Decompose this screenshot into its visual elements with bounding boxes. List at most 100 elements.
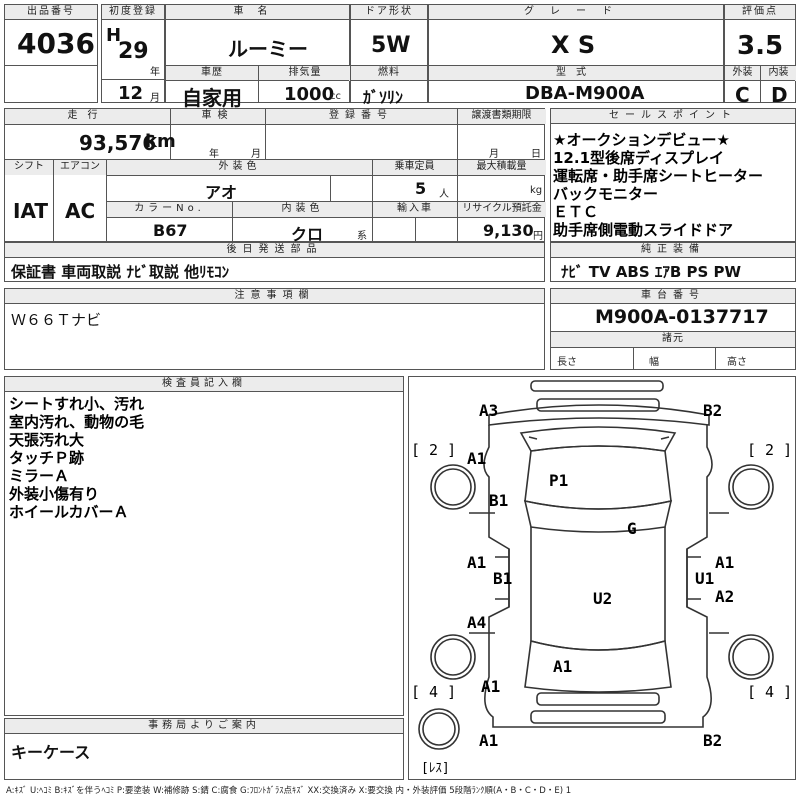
damage-a2: A2	[715, 587, 735, 606]
inspection-label: 車検	[170, 109, 265, 124]
office-note: キーケース	[11, 743, 91, 762]
inspector-item: シートすれ小、汚れ	[9, 395, 145, 413]
width-label: 幅	[649, 357, 659, 368]
interior-color-unit: 系	[357, 231, 367, 242]
car-name: ルーミー	[228, 37, 308, 61]
inspector-item: ミラーＡ	[9, 467, 70, 485]
damage-p1: P1	[549, 471, 569, 490]
damage-a1-rear-left: A1	[481, 677, 501, 696]
score: 3.5	[737, 31, 784, 61]
sales-points-list: ★オークションデビュー★ 12.1型後席ディスプレイ 運転席・助手席シートヒータ…	[553, 131, 763, 239]
tire-fr: [ 2 ]	[747, 441, 793, 459]
notes-label: 注意事項欄	[5, 289, 544, 304]
year-unit: 年	[150, 67, 160, 78]
damage-u1: U1	[695, 569, 715, 588]
damage-a1-right-door: A1	[715, 553, 735, 572]
transfer-label: 譲渡書類期限	[457, 109, 546, 124]
damage-a3: A3	[479, 401, 499, 420]
inspector-item: タッチＰ跡	[9, 449, 85, 467]
displacement: 1000	[284, 84, 335, 105]
car-name-cell: 車名 ルーミー 車歴 排気量 自家用 1000 cc	[165, 4, 351, 110]
shift: IAT	[13, 199, 49, 223]
damage-a1-left-door: A1	[467, 553, 487, 572]
equipment-label: 純正装備	[551, 243, 795, 258]
inspector-item: ホイールカバーＡ	[9, 503, 129, 521]
spare-tire: [ﾚｽ]	[421, 761, 450, 776]
vehicle-detail-block: 走行 車検 登録番号 譲渡書類期限 93,576 km 年 月 月 日 シフト …	[4, 108, 546, 244]
mileage-label: 走行	[5, 109, 170, 124]
sales-point-item: ★オークションデビュー★	[553, 131, 730, 149]
later-parts: 保証書 車両取説 ﾅﾋﾞ取説 他ﾘﾓｺﾝ	[11, 263, 230, 281]
history-label: 車歴	[166, 66, 258, 81]
chassis-label: 車台番号	[551, 289, 795, 304]
car-outline	[418, 380, 774, 750]
plate-label: 登録番号	[265, 109, 457, 124]
reg-month: 12	[118, 83, 144, 104]
damage-a1-front-left: A1	[467, 449, 487, 468]
damage-u2: U2	[593, 589, 613, 608]
sales-points-cell: セールスポイント ★オークションデビュー★ 12.1型後席ディスプレイ 運転席・…	[550, 108, 796, 242]
damage-a4: A4	[467, 613, 487, 632]
damage-b2-top: B2	[703, 401, 723, 420]
chassis-cell: 車台番号 M900A-0137717 諸元 長さ 幅 高さ	[550, 288, 796, 370]
interior-color-label: 内装色	[233, 202, 372, 217]
later-parts-label: 後日発送部品	[5, 243, 544, 258]
inspector-item: 天張汚れ大	[9, 431, 85, 449]
interior-grade: D	[771, 83, 788, 107]
legend: A:ｷｽﾞ U:ﾍｺﾐ B:ｷｽﾞを伴うﾍｺﾐ P:要塗装 W:補修跡 S:錆 …	[6, 786, 572, 796]
model-code: DBA-M900A	[525, 83, 645, 104]
door-cell: ドア形状 5W 燃料 ｶﾞｿﾘﾝ	[350, 4, 428, 107]
interior-color: クロ	[291, 225, 324, 244]
inspector-cell: 検査員記入欄 シートすれ小、汚れ 室内汚れ、動物の毛 天張汚れ大 タッチＰ跡 ミ…	[4, 376, 404, 716]
tire-rl: [ 4 ]	[411, 683, 457, 701]
load-unit: kg	[530, 185, 543, 196]
inspector-item: 室内汚れ、動物の毛	[9, 413, 145, 431]
recycle-fee: 9,130	[483, 221, 534, 240]
exterior-grade: C	[735, 83, 750, 107]
tire-rr: [ 4 ]	[747, 683, 793, 701]
sales-point-item: 助手席側電動スライドドア	[553, 221, 734, 239]
tire-fl: [ 2 ]	[411, 441, 457, 459]
capacity-unit: 人	[439, 189, 449, 200]
shift-label: シフト	[5, 160, 53, 175]
damage-b1-left-door: B1	[493, 569, 513, 588]
model-label: 型式	[429, 66, 723, 81]
height-label: 高さ	[727, 357, 747, 368]
first-registration-cell: 初度登録 H 29 年 12 月	[101, 4, 165, 104]
ac: AC	[65, 199, 96, 223]
era: H	[106, 25, 122, 46]
specs-label: 諸元	[551, 332, 795, 347]
notes: Ｗ６６Ｔナビ	[11, 311, 102, 329]
grade-label: グレード	[429, 5, 723, 20]
equipment: ﾅﾋﾞ TV ABS ｴｱB PS PW	[561, 263, 742, 281]
damage-a1-bumper-left: A1	[479, 731, 499, 750]
damage-diagram: A3 B2 [ 2 ] [ 2 ] A1 B1 P1 G A1 B1 A1 U1…	[408, 376, 796, 780]
transfer-month-unit: 月	[489, 149, 499, 160]
transfer-day-unit: 日	[531, 149, 541, 160]
sales-point-item: 12.1型後席ディスプレイ	[553, 149, 724, 167]
sales-points-label: セールスポイント	[551, 109, 795, 124]
first-reg-label: 初度登録	[102, 5, 164, 20]
ac-label: エアコン	[54, 160, 106, 175]
capacity: 5	[415, 179, 427, 198]
notes-cell: 注意事項欄 Ｗ６６Ｔナビ	[4, 288, 545, 370]
sales-point-item: 運転席・助手席シートヒーター	[553, 167, 764, 185]
load-label: 最大積載量	[457, 160, 546, 175]
month-unit: 月	[150, 93, 160, 104]
office-label: 事務局よりご案内	[5, 719, 403, 734]
inspector-item: 外装小傷有り	[9, 485, 100, 503]
length-label: 長さ	[557, 357, 577, 368]
damage-g: G	[627, 519, 637, 538]
damage-b2-bottom: B2	[703, 731, 723, 750]
car-name-label: 車名	[166, 5, 349, 20]
sales-point-item: ＥＴＣ	[553, 203, 599, 221]
capacity-label: 乗車定員	[372, 160, 457, 175]
inspector-label: 検査員記入欄	[5, 377, 403, 392]
import-label: 輸入車	[373, 202, 457, 217]
color-no-label: カラーNo.	[107, 202, 232, 217]
lot-cell: 出品番号 4036	[4, 4, 98, 103]
color-label: 外装色	[107, 160, 372, 175]
damage-a1-rear: A1	[553, 657, 573, 676]
exterior-color: アオ	[205, 183, 238, 202]
door-type: 5W	[371, 33, 411, 58]
